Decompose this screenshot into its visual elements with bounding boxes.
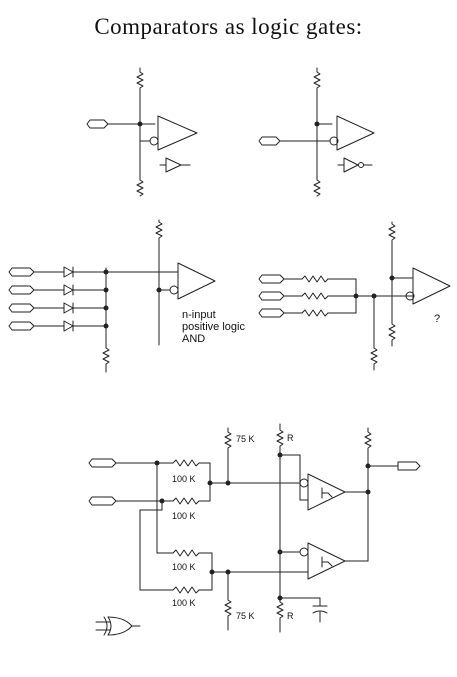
resistor-summing-circuit: ? [258, 221, 451, 371]
input-terminal [8, 285, 35, 295]
resistor-pullup [155, 219, 163, 263]
inverter-circuit-2 [258, 67, 375, 197]
resistor-100k-label-2: 100 K [172, 511, 196, 521]
diode [63, 320, 74, 332]
resistor-r-label-bottom: R [287, 611, 294, 621]
resistor-100k-2 [172, 497, 200, 505]
resistor [301, 309, 329, 317]
comparator-triangle [336, 115, 375, 151]
resistor-r-top [276, 423, 284, 456]
resistor-output-pullup [364, 427, 372, 467]
resistor-r-bottom [276, 599, 284, 633]
comparator-triangle-lower [307, 542, 346, 580]
resistor-pullup [136, 67, 144, 96]
input-terminal [258, 136, 281, 146]
capacitor-plate-bottom [312, 610, 328, 614]
resistor-75k-top [224, 427, 232, 486]
resistor [301, 292, 329, 300]
resistor-pulldown [313, 177, 321, 197]
resistor-pulldown [388, 321, 396, 347]
inverter-symbol [165, 157, 182, 173]
input-terminal [88, 496, 117, 506]
resistor-100k-label-3: 100 K [172, 562, 196, 572]
resistor-pulldown [370, 345, 378, 371]
input-terminal [258, 308, 285, 318]
xor-window-circuit: 100 K 100 K 100 K 100 K 75 K [88, 423, 421, 636]
diode [63, 266, 74, 278]
question-mark: ? [434, 313, 440, 325]
diode [63, 302, 74, 314]
comparator-triangle [157, 115, 198, 151]
and-caption-line-3: AND [182, 333, 205, 345]
input-terminal [8, 267, 35, 277]
resistor-100k-label-4: 100 K [172, 598, 196, 608]
input-terminal [8, 303, 35, 313]
inverter-circuit-1 [86, 67, 198, 197]
resistor-100k-label-1: 100 K [172, 474, 196, 484]
resistor-pullup [313, 67, 321, 96]
resistor-pullup [388, 221, 396, 263]
page-title: Comparators as logic gates: [94, 14, 363, 39]
xor-gate-icon [95, 616, 141, 636]
comparator-triangle [177, 262, 216, 300]
diode [63, 284, 74, 296]
resistor [301, 275, 329, 283]
inverter-symbol [343, 157, 359, 173]
resistor-pulldown [102, 345, 110, 373]
comparator-triangle-upper [307, 473, 346, 511]
input-terminal [258, 274, 285, 284]
resistor-75k-label-bottom: 75 K [236, 611, 255, 621]
resistor-pulldown [136, 177, 144, 197]
comparator-triangle [412, 267, 451, 305]
resistor-r-label-top: R [287, 433, 294, 443]
output-terminal [397, 461, 421, 471]
input-terminal [88, 458, 117, 468]
resistor-100k-3 [172, 549, 200, 557]
and-caption-line-1: n-input [182, 309, 216, 321]
and-caption-line-2: positive logic [182, 321, 245, 333]
input-terminal [258, 291, 285, 301]
input-terminal [86, 119, 109, 129]
resistor-75k-label-top: 75 K [236, 434, 255, 444]
and-gate-circuit: n-input positive logic AND [8, 219, 245, 373]
input-terminal [8, 321, 35, 331]
resistor-100k-4 [172, 586, 200, 594]
resistor-75k-bottom [224, 571, 232, 631]
resistor-100k-1 [172, 459, 200, 467]
